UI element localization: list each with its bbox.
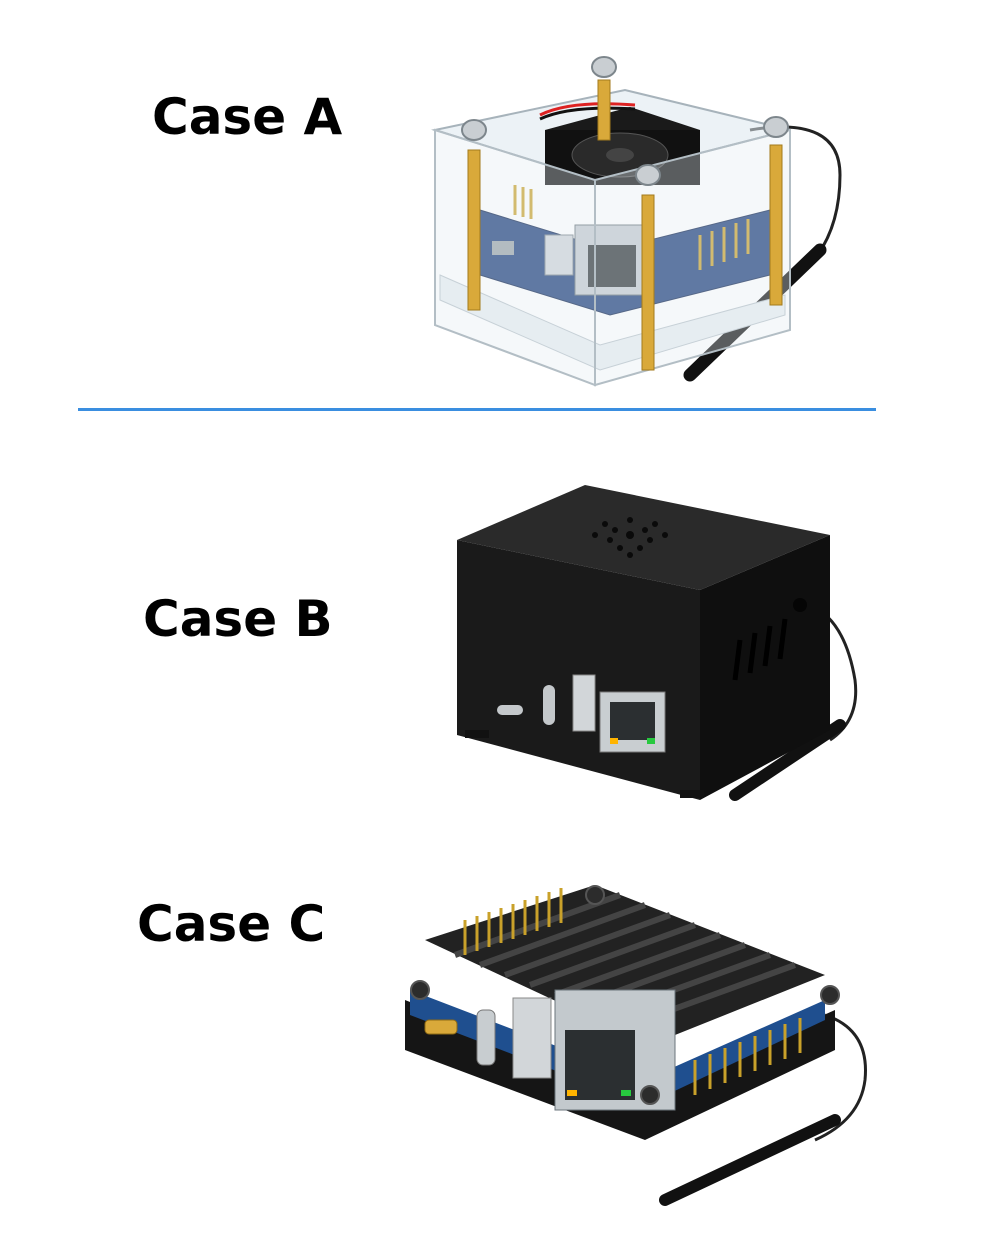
case-a-acrylic-enclosure-image	[431, 56, 842, 387]
case-b-label: Case B	[143, 590, 333, 648]
case-c-label: Case C	[137, 895, 326, 953]
case-c-heatsink-enclosure-image	[405, 885, 867, 1206]
case-b-metal-enclosure-image	[457, 485, 858, 801]
case-a-label: Case A	[152, 88, 343, 146]
section-divider	[78, 408, 876, 411]
